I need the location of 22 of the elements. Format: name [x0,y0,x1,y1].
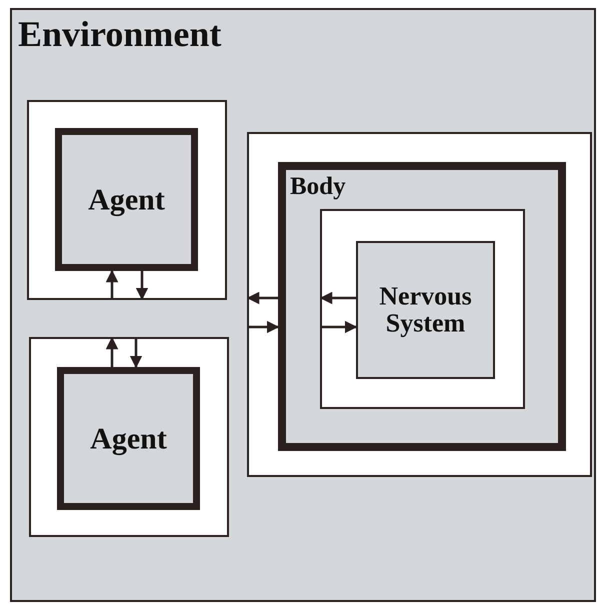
agent-box [55,128,198,271]
arrow [106,270,118,299]
box-label: Nervous System [378,282,473,338]
arrow [320,292,356,304]
nervous-system-box [356,241,495,379]
frame-box [320,209,525,409]
environment-panel [10,8,596,602]
agent-box [57,367,200,510]
box-label: Agent [88,184,165,216]
arrow [106,336,118,367]
frame-box [29,337,229,537]
body-box [278,162,566,451]
frame-box [27,100,227,300]
box-title: Body [290,174,346,200]
arrow [248,320,280,334]
box-label: Agent [90,422,167,454]
arrow [246,292,278,304]
arrow [136,271,148,300]
panel-title: Environment [18,16,222,54]
frame-box [247,132,592,477]
arrow [130,338,142,368]
arrow [321,320,358,334]
